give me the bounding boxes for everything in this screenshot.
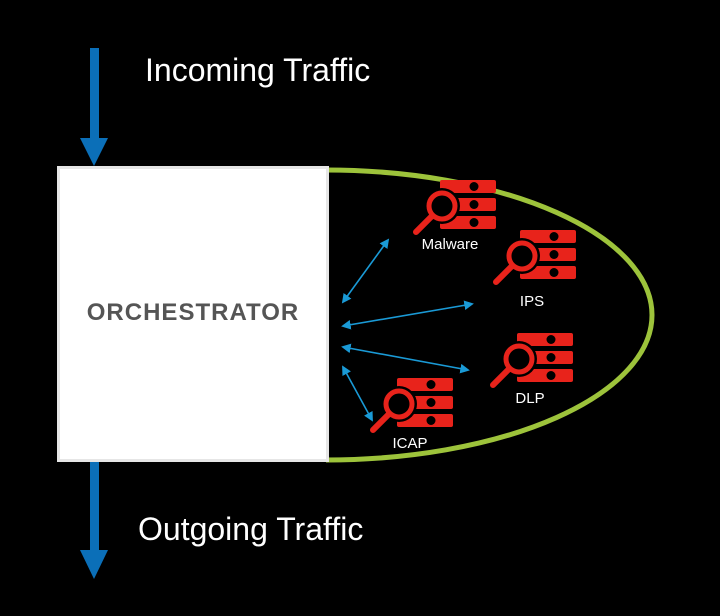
- incoming-arrow: [80, 48, 108, 166]
- orchestrator-label: ORCHESTRATOR: [86, 299, 300, 326]
- malware-icon: [416, 180, 496, 232]
- link-dlp: [341, 343, 470, 374]
- ips-icon: [496, 230, 576, 282]
- icap-label: ICAP: [392, 435, 428, 452]
- dlp-label: DLP: [515, 390, 545, 407]
- dlp-icon: [493, 333, 573, 385]
- outgoing-traffic-label: Outgoing Traffic: [138, 511, 364, 547]
- link-ips: [341, 300, 474, 330]
- ips-label: IPS: [519, 293, 545, 310]
- malware-label: Malware: [421, 236, 479, 253]
- incoming-traffic-label: Incoming Traffic: [145, 52, 371, 88]
- link-icap: [342, 365, 373, 422]
- orchestrator-box: ORCHESTRATOR: [57, 166, 329, 462]
- link-malware: [341, 238, 390, 304]
- outgoing-arrow: [80, 460, 108, 579]
- service-ellipse: [325, 167, 655, 463]
- icap-icon: [373, 378, 453, 430]
